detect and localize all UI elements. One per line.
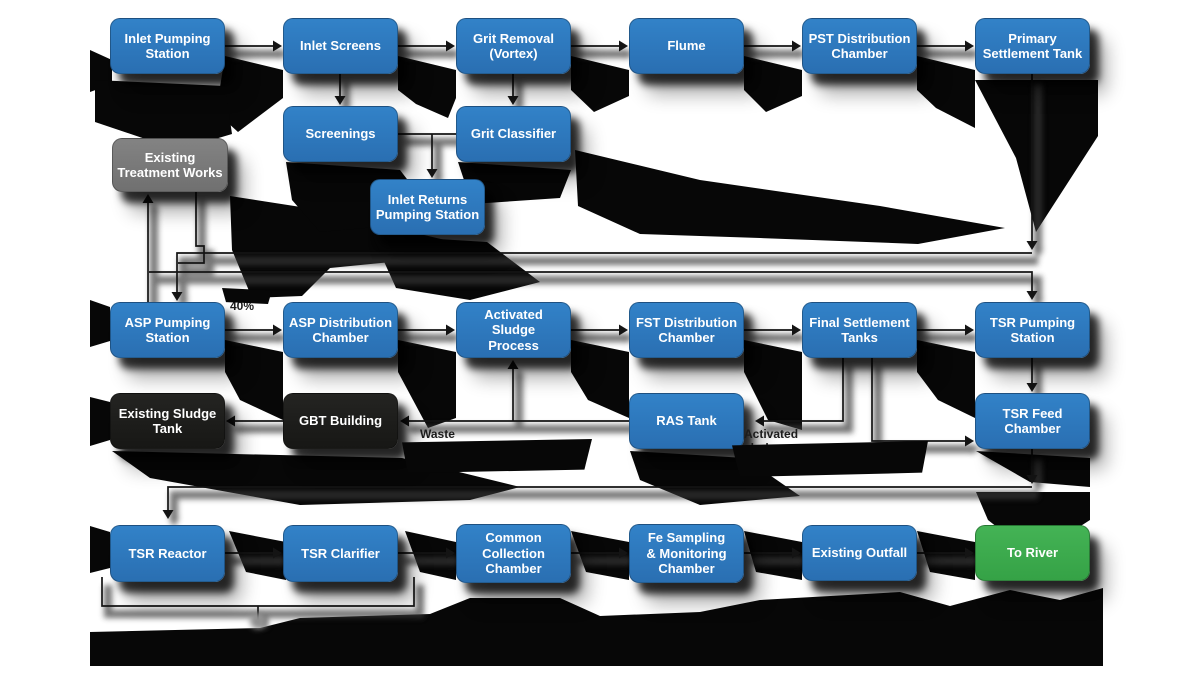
node-label: Grit Classifier — [470, 126, 557, 142]
node-label: Existing Outfall — [811, 545, 908, 561]
arrowhead — [273, 324, 282, 336]
arrowhead — [1026, 475, 1038, 484]
node-fe-sampling-monitoring-chamber: Fe Sampling & Monitoring Chamber — [629, 524, 744, 583]
node-label: Existing Treatment Works — [117, 149, 223, 181]
node-existing-sludge-tank: Existing Sludge Tank — [110, 393, 225, 449]
node-fst-distribution-chamber: FST Distribution Chamber — [629, 302, 744, 358]
node-existing-treatment-works: Existing Treatment Works — [112, 138, 228, 192]
arrowhead — [273, 40, 282, 52]
node-final-settlement-tanks: Final Settlement Tanks — [802, 302, 917, 358]
node-ras-tank: RAS Tank — [629, 393, 744, 449]
node-label: TSR Pumping Station — [989, 314, 1076, 346]
arrowhead — [446, 324, 455, 336]
node-grit-removal-vortex: Grit Removal (Vortex) — [456, 18, 571, 74]
node-label: TSR Reactor — [128, 545, 207, 561]
node-primary-settlement-tank: Primary Settlement Tank — [975, 18, 1090, 74]
arrowhead — [334, 96, 346, 105]
arrowhead — [426, 169, 438, 178]
node-tsr-feed-chamber: TSR Feed Chamber — [975, 393, 1090, 449]
arrowhead — [142, 194, 154, 203]
arrowhead — [507, 96, 519, 105]
node-label: TSR Clarifier — [301, 545, 380, 561]
node-inlet-screens: Inlet Screens — [283, 18, 398, 74]
arrowhead — [162, 510, 174, 519]
arrowhead — [965, 547, 974, 559]
node-label: PST Distribution Chamber — [808, 30, 911, 62]
arrowhead — [507, 360, 519, 369]
arrowhead — [1026, 291, 1038, 300]
node-label: Flume — [667, 38, 706, 54]
node-inlet-returns-pumping-station: Inlet Returns Pumping Station — [370, 179, 485, 235]
node-label: Primary Settlement Tank — [982, 30, 1083, 62]
node-pst-distribution-chamber: PST Distribution Chamber — [802, 18, 917, 74]
node-label: Existing Sludge Tank — [118, 405, 217, 437]
arrowhead — [619, 324, 628, 336]
node-label: Final Settlement Tanks — [809, 314, 910, 346]
shadow-blobs — [90, 50, 1103, 666]
node-label: Fe Sampling & Monitoring Chamber — [646, 530, 727, 577]
node-label: Common Collection Chamber — [482, 530, 545, 577]
arrowhead — [965, 40, 974, 52]
node-asp-distribution-chamber: ASP Distribution Chamber — [283, 302, 398, 358]
arrowhead — [792, 40, 801, 52]
node-to-river: To River — [975, 525, 1090, 581]
connectors — [101, 40, 1038, 620]
arrowhead — [1026, 383, 1038, 392]
arrowhead — [755, 415, 764, 427]
node-label: ASP Distribution Chamber — [288, 314, 393, 346]
arrowhead — [446, 547, 455, 559]
node-label: To River — [1006, 545, 1059, 561]
ink-blob-patch — [732, 441, 928, 477]
node-label: GBT Building — [298, 413, 383, 429]
arrowhead — [619, 547, 628, 559]
node-label: Screenings — [305, 126, 376, 142]
arrowhead — [226, 415, 235, 427]
ink-blob-patch — [222, 288, 272, 304]
arrowhead — [792, 547, 801, 559]
arrowhead — [446, 40, 455, 52]
node-screenings: Screenings — [283, 106, 398, 162]
node-common-collection-chamber: Common Collection Chamber — [456, 524, 571, 583]
arrowhead — [273, 547, 282, 559]
node-grit-classifier: Grit Classifier — [456, 106, 571, 162]
node-label: Inlet Returns Pumping Station — [375, 191, 480, 223]
arrowhead — [965, 435, 974, 447]
arrowhead — [1026, 241, 1038, 250]
node-label: FST Distribution Chamber — [635, 314, 738, 346]
arrowhead — [792, 324, 801, 336]
arrowhead — [171, 292, 183, 301]
node-label: Activated Sludge Process — [484, 306, 543, 353]
node-activated-sludge-process: Activated Sludge Process — [456, 302, 571, 358]
ink-blob-patch — [402, 439, 592, 473]
node-label: TSR Feed Chamber — [1002, 405, 1063, 437]
arrowhead — [400, 415, 409, 427]
node-label: Inlet Pumping Station — [124, 30, 211, 62]
node-label: Grit Removal (Vortex) — [473, 30, 554, 62]
node-label: Inlet Screens — [300, 38, 381, 54]
node-label: ASP Pumping Station — [124, 314, 211, 346]
node-tsr-clarifier: TSR Clarifier — [283, 525, 398, 582]
node-label: RAS Tank — [656, 413, 717, 429]
node-tsr-reactor: TSR Reactor — [110, 525, 225, 582]
node-inlet-pumping-station: Inlet Pumping Station — [110, 18, 225, 74]
arrowhead — [619, 40, 628, 52]
node-existing-outfall: Existing Outfall — [802, 525, 917, 581]
connector-shadows — [104, 48, 1044, 628]
arrowhead — [965, 324, 974, 336]
node-asp-pumping-station: ASP Pumping Station — [110, 302, 225, 358]
node-tsr-pumping-station: TSR Pumping Station — [975, 302, 1090, 358]
node-gbt-building: GBT Building — [283, 393, 398, 449]
drain-dot — [250, 613, 266, 629]
node-flume: Flume — [629, 18, 744, 74]
